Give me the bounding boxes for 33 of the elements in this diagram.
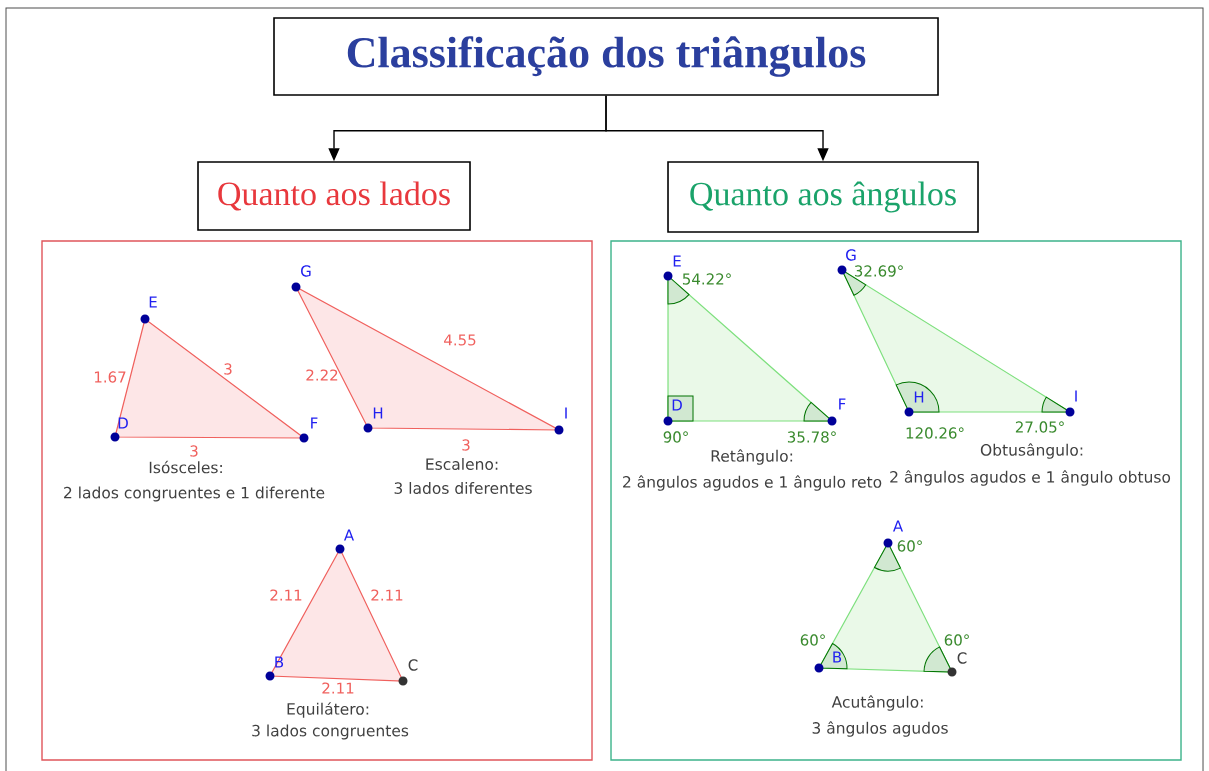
node-label: Acutângulo:: [831, 695, 923, 711]
vertex-label: G: [846, 249, 856, 261]
title-box: Classificação dos triângulos: [273, 17, 939, 96]
vertex-label: C: [957, 652, 967, 664]
angle-label: 120.26°: [906, 427, 964, 439]
category-box: Quanto aos ângulos: [667, 161, 979, 233]
vertex-label: A: [893, 520, 903, 532]
vertex-label: C: [408, 659, 418, 671]
vertex-label: E: [149, 296, 157, 308]
category-box: Quanto aos lados: [197, 161, 471, 231]
vertex-label: E: [673, 255, 681, 267]
node-label: Equilátero:: [287, 702, 369, 718]
node-label: 3 ângulos agudos: [812, 721, 948, 737]
vertex-label: G: [301, 265, 311, 277]
node-label: Escaleno:: [426, 458, 498, 470]
panel-box: [610, 240, 1182, 761]
vertex-label: I: [1075, 390, 1077, 402]
side-length: 3: [462, 439, 470, 451]
node-label: Obtusângulo:: [980, 443, 1083, 459]
node-label: 3 lados diferentes: [394, 482, 532, 494]
angle-label: 27.05°: [1015, 421, 1064, 433]
vertex-label: A: [344, 529, 354, 541]
node-label: 2 ângulos agudos e 1 ângulo obtuso: [890, 470, 1171, 486]
node-label: 2 ângulos agudos e 1 ângulo reto: [623, 475, 882, 491]
side-length: 3: [190, 445, 198, 457]
vertex-label: I: [565, 407, 567, 419]
node-label: 3 lados congruentes: [252, 724, 409, 740]
node-label: Retângulo:: [711, 449, 793, 465]
angle-label: 90°: [663, 431, 688, 443]
angle-label: 35.78°: [787, 431, 836, 443]
node-label: Isósceles:: [149, 460, 222, 474]
node-label: 2 lados congruentes e 1 diferente: [64, 486, 325, 502]
panel-box: [41, 240, 593, 761]
